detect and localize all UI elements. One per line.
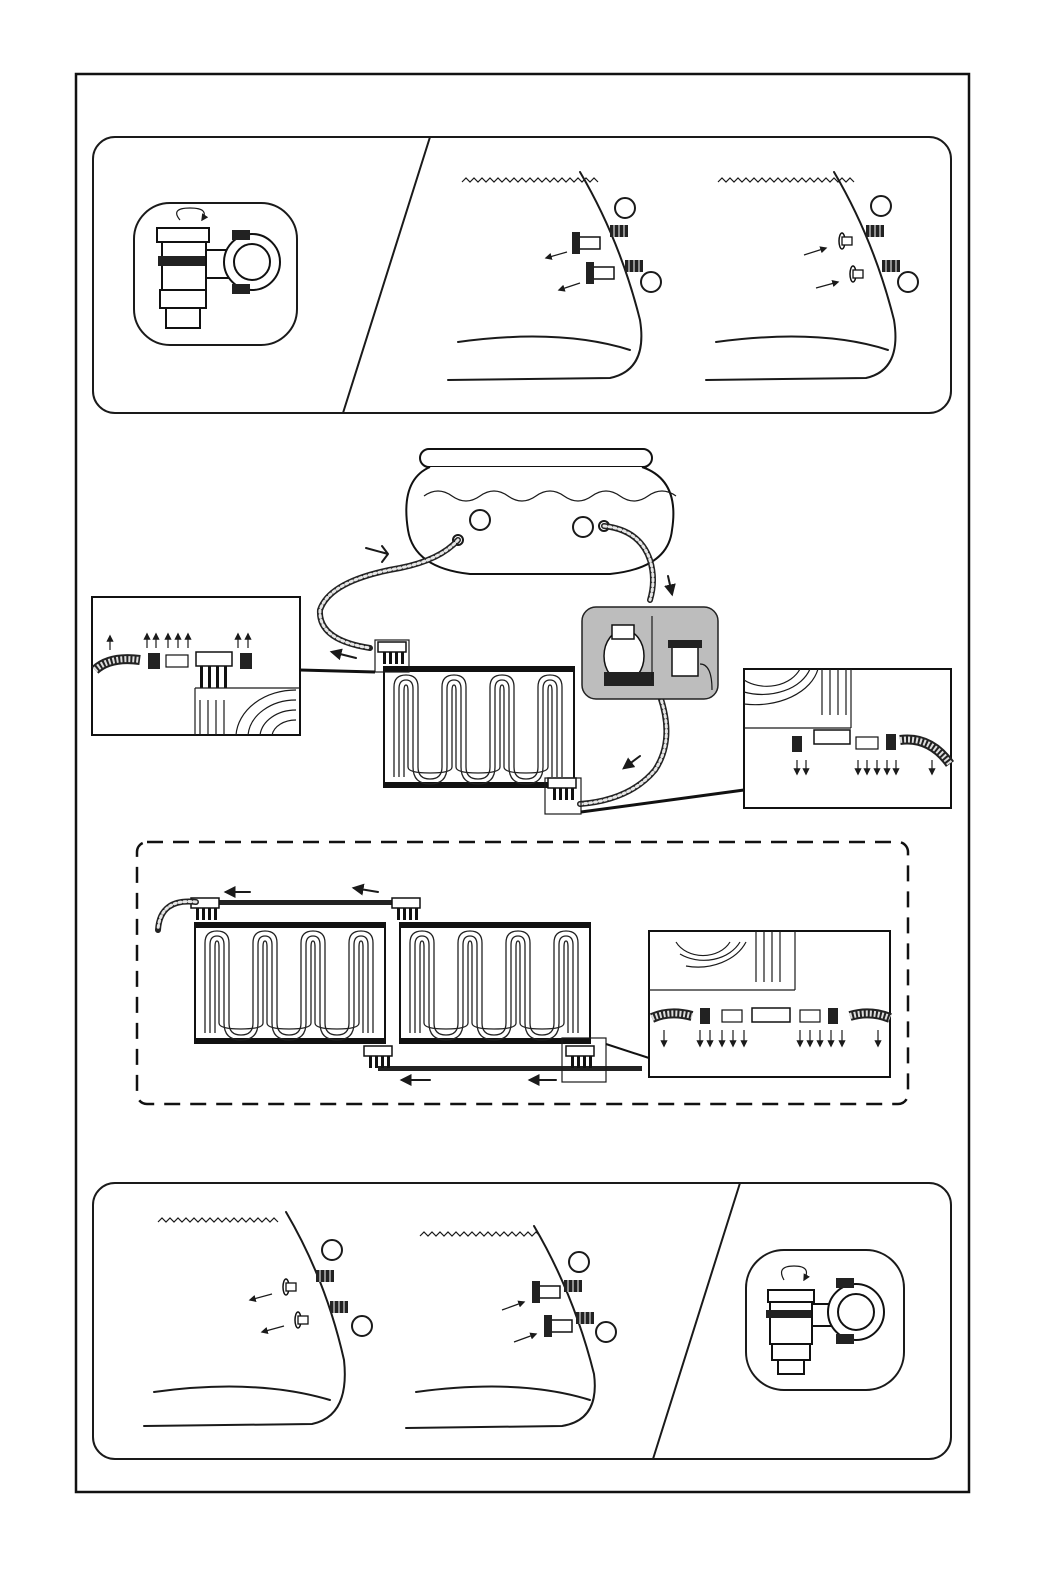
- pool-wall-view-install-fittings: [406, 1226, 616, 1428]
- flow-arrow-icon: [332, 652, 356, 658]
- pump-reinstall-icon: [746, 1250, 904, 1390]
- pool-wall-view-remove: [448, 172, 661, 380]
- section-pump-removal: [93, 137, 951, 413]
- callout-marker-2: [641, 272, 661, 292]
- section-single-heater: [92, 449, 951, 814]
- callout-marker-7: [322, 1240, 342, 1260]
- callout-marker-1: [615, 198, 635, 218]
- callout-marker-3: [871, 196, 891, 216]
- section-dual-heater: [137, 842, 908, 1104]
- callout-marker-9: [569, 1252, 589, 1272]
- flow-arrow-icon: [366, 546, 388, 562]
- solar-heater-panel: [384, 667, 574, 787]
- pump-icon: [134, 203, 297, 345]
- flow-arrow-icon: [624, 756, 640, 768]
- callout-marker-8: [352, 1316, 372, 1336]
- section-pump-reinstall: [93, 1183, 951, 1459]
- pool-illustration: [406, 449, 676, 574]
- filter-pump-inset: [582, 607, 718, 699]
- solar-heater-panel-1: [195, 923, 385, 1043]
- pool-wall-view-remove-plugs: [144, 1212, 372, 1426]
- pool-wall-view-install: [706, 172, 918, 380]
- flow-arrow-icon: [668, 576, 672, 594]
- flow-arrow-icon: [354, 888, 378, 892]
- dual-connection-detail-box: [606, 931, 890, 1077]
- callout-marker-4: [898, 272, 918, 292]
- hose-to-heater: [580, 696, 666, 804]
- callout-marker-10: [596, 1322, 616, 1342]
- solar-heater-panel-2: [400, 923, 590, 1043]
- inlet-detail-box: [92, 597, 375, 735]
